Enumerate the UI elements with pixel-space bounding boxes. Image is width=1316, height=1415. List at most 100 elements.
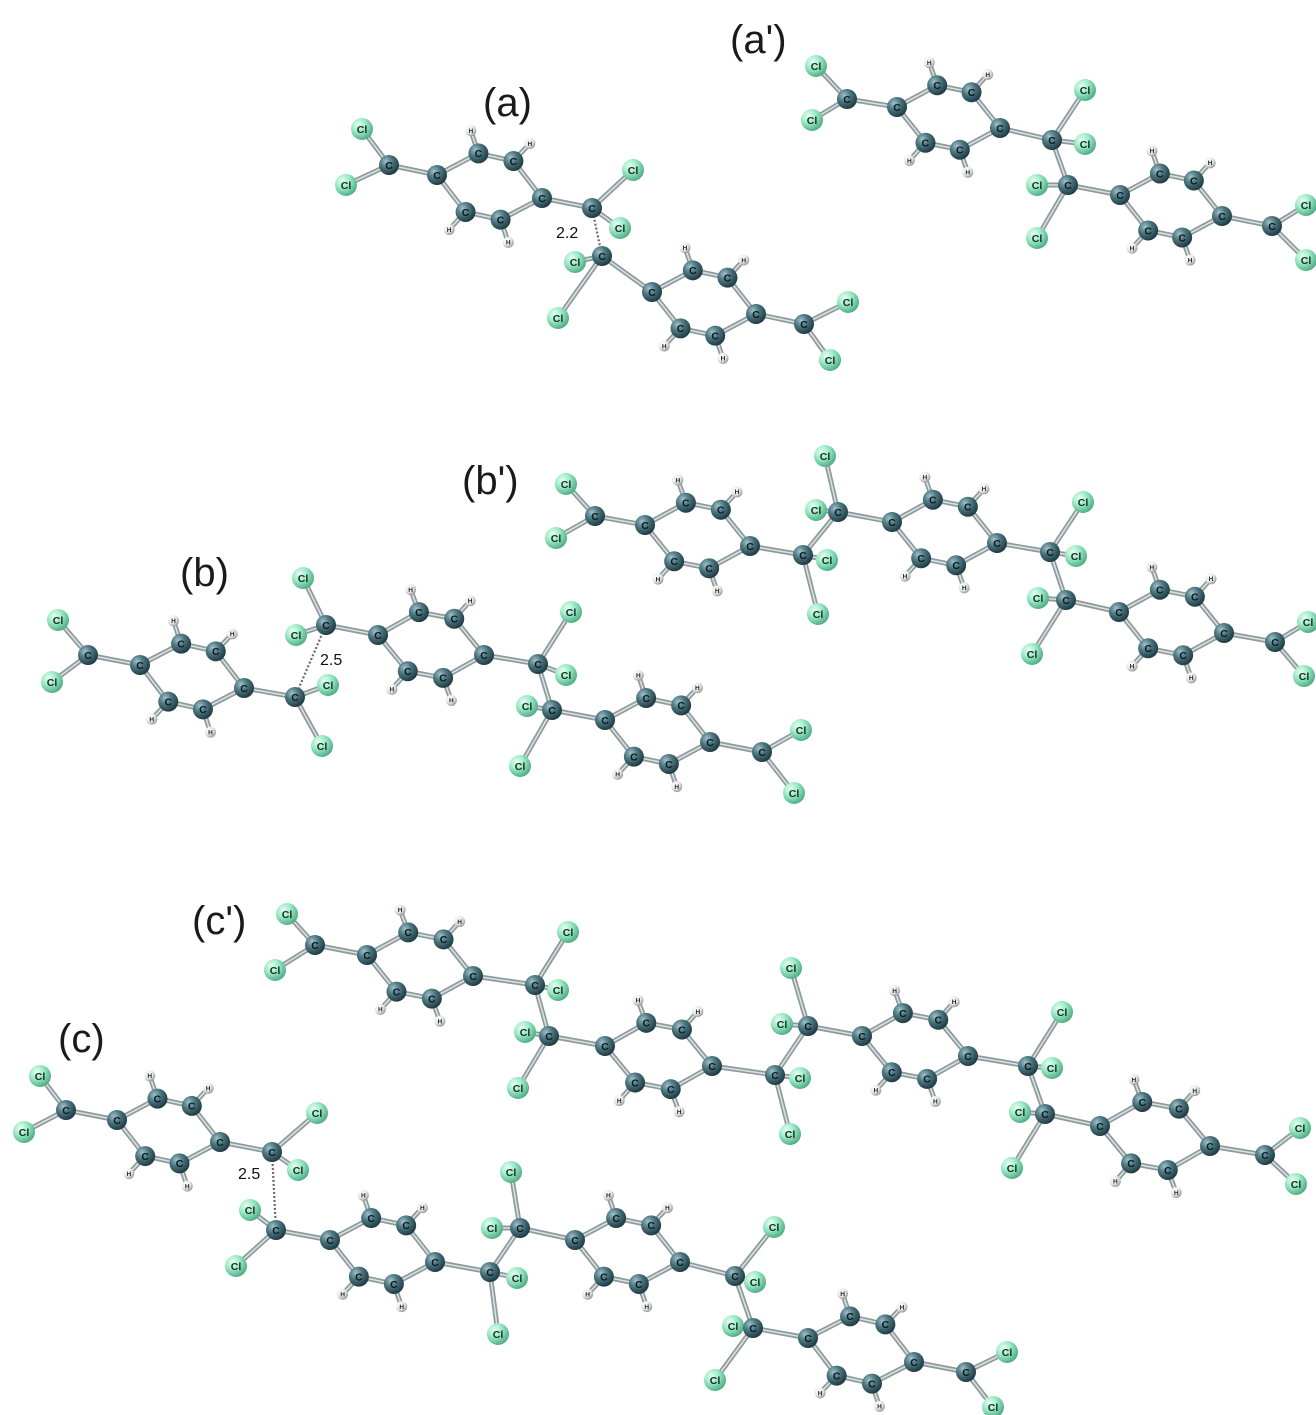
atom-symbol: C [486,1267,494,1279]
atom-sphere [234,678,254,698]
atom-symbol: C [1206,1141,1214,1153]
atom-symbol: C [630,751,638,763]
chlorine-atom: Cl [285,624,307,646]
atom-sphere [982,1396,1004,1415]
atom-symbol: C [188,1101,196,1113]
atom-symbol: Cl [750,1277,761,1289]
carbon-atom: C [565,1230,585,1250]
atom-symbol: Cl [615,223,626,235]
carbon-atom: C [1090,1116,1110,1136]
carbon-atom: C [875,1314,896,1335]
hydrogen-atom: H [661,1202,673,1214]
atom-sphere [555,664,577,686]
atom-symbol: H [617,1098,622,1105]
atom-sphere [1184,586,1205,607]
chlorine-atom: Cl [564,251,586,273]
hydrogen-atom: H [692,1005,704,1017]
atom-symbol: C [62,1105,70,1117]
atom-symbol: C [724,272,732,284]
chlorine-atom: Cl [1289,1117,1311,1139]
hydrogen-atom: H [144,1070,156,1082]
hydrogen-atom: H [641,1301,653,1313]
carbon-atom: C [927,75,948,96]
atom-sphere [29,1065,51,1087]
atom-symbol: C [711,330,719,342]
atom-symbol: C [731,1271,739,1283]
atom-symbol: H [1149,564,1154,571]
hydrogen-atom: H [416,1202,428,1214]
carbon-atom: C [852,1026,872,1046]
carbon-atom: C [383,1273,404,1294]
chlorine-atom: Cl [1074,133,1096,155]
carbon-atom: C [262,1142,282,1162]
atom-symbol: H [230,631,235,638]
carbon-atom: C [1212,206,1232,226]
atom-sphere [555,473,577,495]
atom-sphere [794,314,814,334]
atom-sphere [1149,579,1170,600]
atom-sphere [903,154,915,166]
atom-sphere [1170,1186,1182,1198]
atom-symbol: H [1130,663,1135,670]
atom-sphere [507,1077,529,1099]
carbon-atom: C [582,198,602,218]
atom-sphere [609,217,631,239]
atom-symbol: C [1191,592,1199,604]
carbon-atom: C [266,1220,286,1240]
atom-symbol: Cl [513,1083,524,1095]
atom-symbol: C [598,251,606,263]
atom-sphere [425,1252,445,1272]
atom-sphere [793,545,813,565]
atom-symbol: C [846,1311,854,1323]
hydrogen-atom: H [837,1288,849,1300]
atom-symbol: Cl [561,670,572,682]
atom-symbol: H [378,1007,383,1014]
atom-sphere [798,1328,818,1348]
panel-label-a-prime: (a') [730,18,787,62]
atom-symbol: H [361,1193,366,1200]
atom-symbol: Cl [822,555,833,567]
atom-symbol: H [506,240,511,247]
atom-sphere [705,325,726,346]
atom-symbol: Cl [1071,551,1082,563]
atom-symbol: C [393,986,401,998]
atom-sphere [915,132,936,153]
atom-sphere [840,1306,861,1327]
atom-sphere [285,624,307,646]
atom-sphere [887,97,907,117]
atom-symbol: H [985,72,990,79]
carbon-atom: C [130,655,150,675]
chlorine-atom: Cl [982,1396,1004,1415]
atom-sphere [357,945,377,965]
atom-sphere [641,1215,662,1236]
chlorine-atom: Cl [487,1323,509,1345]
atom-symbol: C [964,502,972,514]
atom-sphere [262,1142,282,1162]
carbon-atom: C [922,489,943,510]
carbon-atom: C [379,155,399,175]
atom-sphere [625,1072,646,1093]
atom-symbol: C [311,940,319,952]
carbon-atom: C [592,246,612,266]
atom-symbol: H [399,1304,404,1311]
carbon-atom: C [455,201,476,222]
carbon-atom: C [1109,602,1129,622]
chlorine-atom: Cl [816,549,838,571]
atom-symbol: C [1048,135,1056,147]
chlorine-atom: Cl [771,1013,793,1035]
carbon-atom: C [542,700,562,720]
chlorine-atom: Cl [722,1315,744,1337]
atom-sphere [628,1273,649,1294]
atom-sphere [946,555,967,576]
atom-sphere [226,628,238,640]
atom-symbol: C [1179,650,1187,662]
chlorine-atom: Cl [545,527,567,549]
atom-sphere [123,1168,135,1180]
atom-symbol: C [641,520,649,532]
carbon-atom: C [826,1365,847,1386]
atom-symbol: Cl [553,985,564,997]
atom-sphere [958,582,970,594]
atom-symbol: C [804,1021,812,1033]
atom-symbol: C [964,1051,972,1063]
hydrogen-atom: H [889,985,901,997]
